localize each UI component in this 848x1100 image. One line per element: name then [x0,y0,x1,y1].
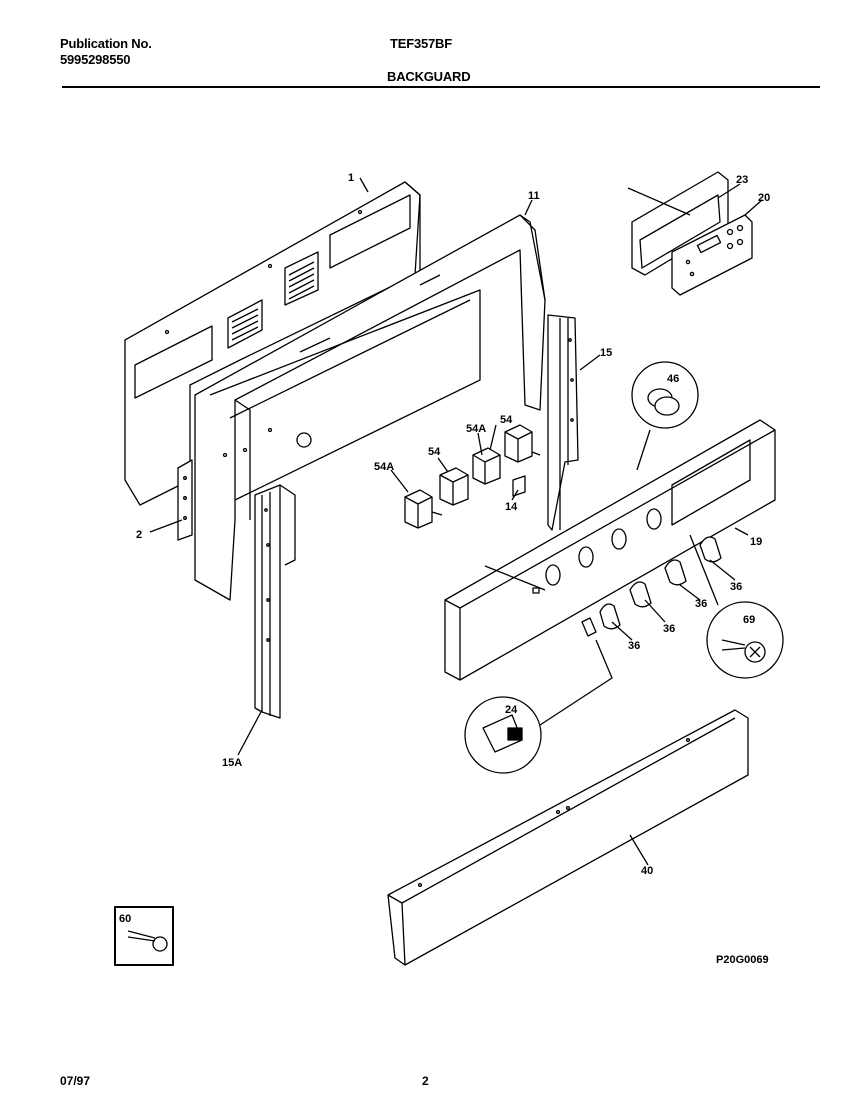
callout-20: 20 [758,192,770,204]
callout-2: 2 [136,529,142,541]
publication-number: 5995298550 [60,52,131,67]
callout-15a: 15A [222,757,242,769]
callout-15: 15 [600,347,612,359]
infinite-switch-54a-top [472,447,501,485]
kick-panel-part-40 [387,709,749,966]
signal-light-part-14 [512,475,526,497]
side-rail-part-15A [254,484,296,719]
callout-23: 23 [736,174,748,186]
callout-1: 1 [348,172,354,184]
callout-46: 46 [667,373,679,385]
callout-19: 19 [750,536,762,548]
callout-36-d: 36 [628,640,640,652]
callout-69: 69 [743,614,755,626]
detail-circle-46 [631,361,699,471]
callout-24: 24 [505,704,518,716]
infinite-switch-54 [439,467,469,506]
backguard-frame-part [194,214,546,601]
callout-11: 11 [528,190,540,202]
control-panel-part-19 [444,419,776,681]
callout-54: 54 [428,446,441,458]
callout-36-c: 36 [663,623,675,635]
rear-panel-part [124,181,421,506]
knob-part-36 [599,536,722,630]
model-number: TEF357BF [390,36,452,51]
publication-label: Publication No. [60,36,152,51]
callout-36-a: 36 [730,581,742,593]
screw-box-part-60 [114,906,174,966]
drawing-code: P20G0069 [716,954,769,966]
infinite-switch-54a [404,489,443,529]
detail-circle-24 [464,617,613,774]
side-rail-part-15 [547,314,579,531]
header-rule [62,86,820,88]
callout-54a-top: 54A [466,423,486,435]
callout-54a: 54A [374,461,394,473]
footer-page-number: 2 [422,1074,429,1088]
callout-54-top: 54 [500,414,513,426]
callout-40: 40 [641,865,653,877]
detail-circle-69 [689,534,784,679]
callout-36-b: 36 [695,598,707,610]
infinite-switch-54-top [504,424,541,463]
footer-date: 07/97 [60,1074,91,1088]
callout-60: 60 [119,913,131,925]
callout-14: 14 [505,501,518,513]
section-title: BACKGUARD [387,69,471,84]
bracket-part-2 [177,459,193,541]
